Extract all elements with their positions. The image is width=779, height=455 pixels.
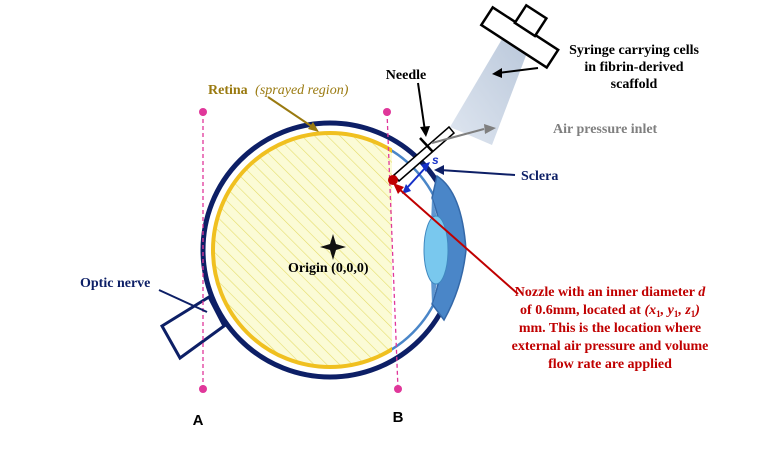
needle-label: Needle: [386, 68, 426, 83]
sclera-label: Sclera: [521, 169, 558, 184]
retina-label-italic: (sprayed region): [255, 83, 349, 98]
nozzle-line3: mm. This is the location where: [519, 321, 701, 336]
syringe-label-line2: in fibrin-derived: [584, 60, 683, 75]
plane-a-label: A: [193, 412, 204, 429]
optic-nerve-label: Optic nerve: [80, 276, 150, 291]
retina-label: Retina (sprayed region): [208, 83, 349, 98]
cornea: [423, 174, 467, 322]
nozzle-line5: flow rate are applied: [548, 357, 672, 372]
text-labels: Syringe carrying cells in fibrin-derived…: [80, 43, 708, 429]
syringe-label-line1: Syringe carrying cells: [569, 43, 699, 58]
needle: [388, 124, 496, 185]
origin-star-icon: [320, 234, 346, 260]
s-label: s: [432, 153, 439, 167]
nozzle-line4: external air pressure and volume: [512, 339, 709, 354]
plane-b-label: B: [393, 409, 404, 426]
plane-a-line: [199, 108, 207, 393]
syringe-label-line3: scaffold: [611, 77, 658, 92]
syringe: [450, 3, 560, 145]
plane-b-line: [383, 108, 402, 393]
s-distance-arrow: [402, 162, 430, 194]
retina-label-bold: Retina: [208, 83, 248, 98]
leader-lines: [158, 67, 539, 313]
nozzle-description: Nozzle with an inner diameter d of 0.6mm…: [512, 285, 709, 372]
nozzle-line2: of 0.6mm, located at (x1, y1, z1): [520, 303, 700, 319]
nozzle-line1: Nozzle with an inner diameter d: [515, 285, 706, 300]
air-pressure-label: Air pressure inlet: [553, 122, 658, 137]
origin-label: Origin (0,0,0): [288, 261, 369, 276]
